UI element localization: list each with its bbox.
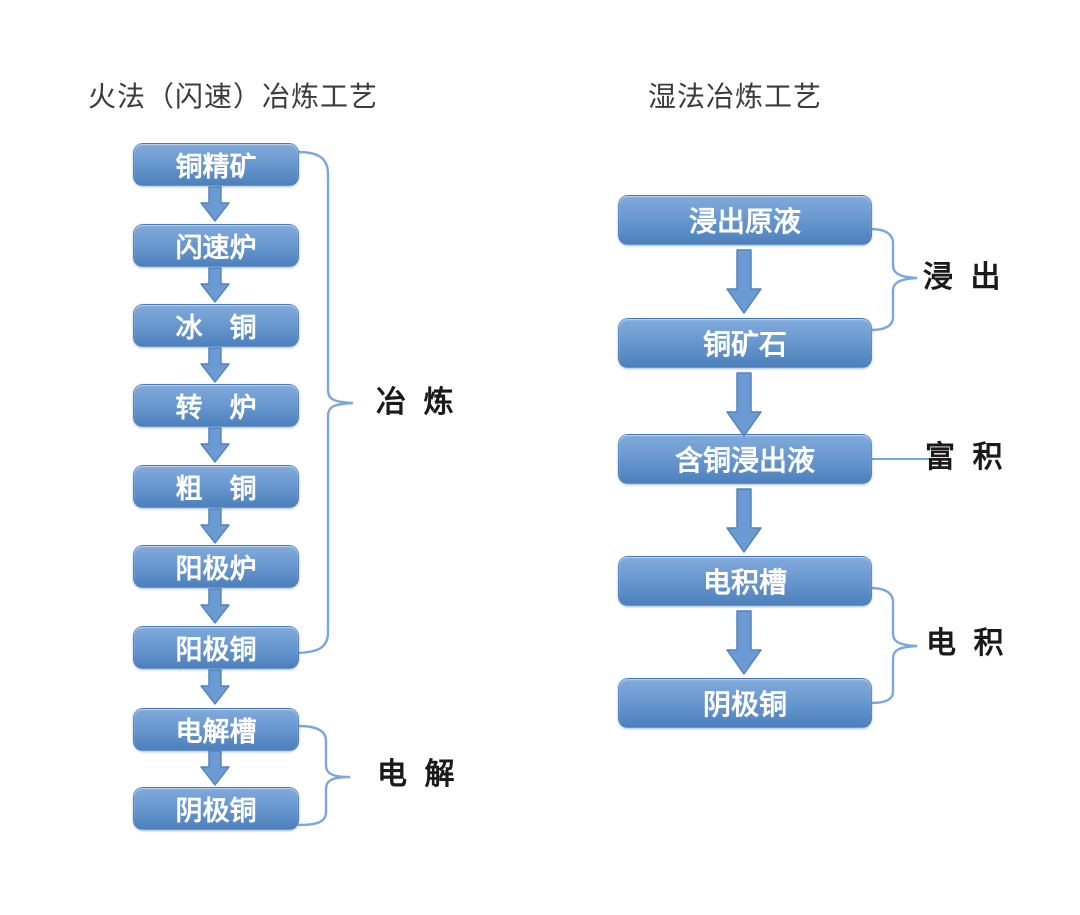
down-arrow-icon <box>200 186 230 222</box>
stage-label-enrichment: 富 积 <box>925 441 1003 474</box>
down-arrow-icon <box>726 372 762 437</box>
stage-label-smelting: 冶 炼 <box>376 386 454 419</box>
box-blister-copper: 粗 铜 <box>133 465 299 508</box>
leaching-brace <box>869 227 918 332</box>
box-anode-furnace: 阳极炉 <box>133 545 299 588</box>
down-arrow-icon <box>200 588 230 624</box>
stage-label-leaching: 浸 出 <box>923 261 1001 294</box>
electrowinning-brace <box>869 586 918 705</box>
stage-label-electrolysis: 电 解 <box>377 758 455 791</box>
box-converter: 转 炉 <box>133 384 299 427</box>
box-cathode-copper: 阴极铜 <box>133 787 299 830</box>
down-arrow-icon <box>200 669 230 705</box>
box-anode-copper: 阳极铜 <box>133 626 299 669</box>
box-leach-stock-solution: 浸出原液 <box>618 195 872 245</box>
down-arrow-icon <box>726 488 762 553</box>
stage-label-electrowinning: 电 积 <box>926 627 1004 660</box>
down-arrow-icon <box>726 610 762 675</box>
down-arrow-icon <box>200 267 230 303</box>
electrolysis-brace <box>297 724 351 827</box>
box-flash-furnace: 闪速炉 <box>133 224 299 267</box>
box-cathode-copper-hydro: 阴极铜 <box>618 678 872 728</box>
down-arrow-icon <box>200 347 230 383</box>
smelting-brace <box>296 150 354 655</box>
box-matte: 冰 铜 <box>133 304 299 347</box>
box-copper-ore: 铜矿石 <box>618 318 872 368</box>
box-copper-concentrate: 铜精矿 <box>133 143 299 186</box>
box-copper-bearing-leachate: 含铜浸出液 <box>618 434 872 484</box>
down-arrow-icon <box>200 427 230 463</box>
box-electrowinning-cell: 电积槽 <box>618 556 872 606</box>
right-flow-title: 湿法冶炼工艺 <box>648 82 823 113</box>
left-flow-title: 火法（闪速）冶炼工艺 <box>88 82 379 113</box>
down-arrow-icon <box>726 249 762 314</box>
box-electrolytic-cell: 电解槽 <box>133 708 299 751</box>
down-arrow-icon <box>200 508 230 544</box>
down-arrow-icon <box>200 750 230 786</box>
